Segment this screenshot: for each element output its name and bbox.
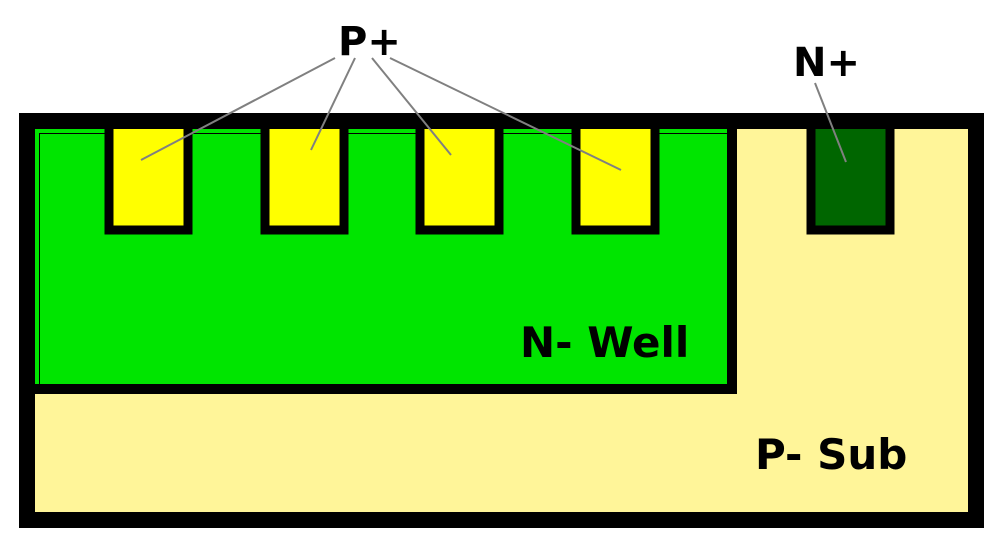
leader-line-3 [371,57,452,156]
p-plus-leader-lines [140,57,622,171]
n-plus-diffusion [806,125,895,235]
leader-line-2 [310,57,356,151]
p-plus-label: P+ [338,19,401,65]
p-plus-diffusion-3 [415,125,504,235]
p-plus-diffusion-1 [104,125,193,235]
p-plus-diffusion-4 [571,125,660,235]
p-sub-label: P- Sub [755,430,907,479]
p-plus-diffusion-2 [260,125,349,235]
n-well-label: N- Well [520,318,689,367]
leader-line-1 [140,57,336,161]
n-plus-label: N+ [793,40,860,86]
n-plus-leader-line [814,82,847,163]
leader-line-4 [389,57,622,171]
